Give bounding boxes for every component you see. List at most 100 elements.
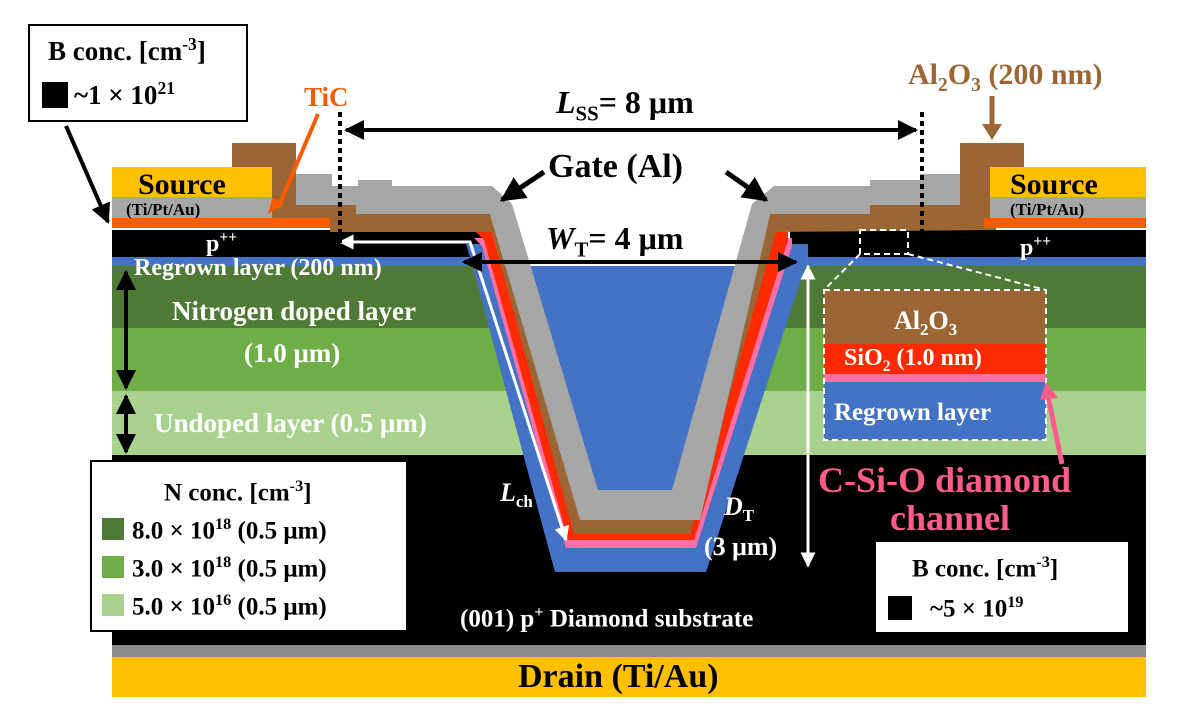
drain-metal [112,657,1146,697]
al2o3-top-b: O [947,58,972,91]
source-right-grey [990,197,1146,218]
substrate-sup: + [534,603,544,621]
p-left-text: p [206,231,220,257]
gate-label: Gate (Al) [548,148,684,185]
csio-pointer-head [1040,382,1058,400]
zoom-line-left [823,253,861,291]
lss-symbol: L [556,84,576,120]
source-left-gold [112,167,272,197]
dt-label: DT [724,494,754,525]
lss-label: LSS= 8 μm [556,86,694,125]
n-conc-legend: N conc. [cm-3] 8.0 × 1018 (0.5 μm) 3.0 ×… [90,460,408,632]
regrown-layer-label: Regrown layer (200 nm) [134,255,382,281]
inset-sio2-val: (1.0 nm) [890,345,982,371]
lch-sub: ch [515,492,533,512]
zoom-source-box [859,229,909,255]
b-legend-pointer [64,125,110,224]
n-entry-3-sup: 16 [215,591,232,609]
n-entry-2-pre: 3.0 × 10 [132,555,215,583]
n-entry-1-sup: 18 [215,515,232,533]
inset-pink [824,374,1046,382]
inset-al2o3-label: Al2O3 [894,308,957,339]
drain-label: Drain (Ti/Au) [518,658,719,695]
inset-regrown [824,382,1046,440]
wt-symbol: W [546,220,575,256]
p-left-sup: ++ [219,229,238,246]
b-legend-top-entry-text: ~1 × 10 [74,80,158,110]
n-doped-thickness: (1.0 μm) [244,338,341,368]
p-right-text: p [1020,235,1034,261]
tic-left [112,218,330,228]
inset-frame [823,289,1047,441]
al2o3-pointer-head [982,124,1002,140]
b-conc-legend-bottom: B conc. [cm-3] ~5 × 1019 [874,540,1130,634]
b-legend-bottom-title: B conc. [cm-3] [912,554,1058,581]
lch-symbol: L [500,478,516,507]
b-legend-bottom-title-sup: -3 [1036,553,1050,571]
b-legend-top-title-text: B conc. [cm [48,36,183,66]
b-legend-top-title: B conc. [cm-3] [48,34,206,66]
dt-sub: T [742,506,755,526]
b-legend-top-title-end: ] [196,36,206,66]
inset-sio2-a: SiO [844,345,883,371]
b-legend-top-entry-sup: 21 [157,78,175,98]
inset-al2o3-a: Al [894,306,920,335]
lss-sub: SS [575,102,599,126]
n-entry-3-pre: 5.0 × 10 [132,593,215,621]
b-legend-bottom-entry-sup: 19 [1007,593,1024,611]
gate-arrow-right [724,169,769,203]
substrate-label: (001) p+ Diamond substrate [460,604,753,631]
inset-al2o3-b: O [928,306,949,335]
b-conc-legend-top: B conc. [cm-3] ~1 × 1021 [28,24,248,122]
csio-label-line1: C-Si-O diamond [818,460,1072,500]
b-legend-top-swatch [42,82,68,108]
source-left-sub: (Ti/Pt/Au) [126,200,201,219]
n-legend-swatch-2 [102,556,124,578]
b-legend-bottom-swatch [888,596,912,620]
b-legend-bottom-entry-text: ~5 × 10 [930,595,1008,623]
n-legend-title-sup: -3 [289,477,304,495]
wt-label: WT= 4 μm [546,222,683,261]
n-legend-entry-2: 3.0 × 1018 (0.5 μm) [132,554,327,581]
n-legend-title: N conc. [cm-3] [164,478,312,505]
wt-sub: T [574,238,589,262]
n-entry-3-post: (0.5 μm) [231,593,327,621]
dt-symbol: D [724,492,743,521]
wt-value: = 4 μm [588,220,684,256]
lss-value: = 8 μm [598,84,694,120]
gate-arrow-left [499,169,546,203]
source-right-sub: (Ti/Pt/Au) [1010,200,1085,219]
inset-al2o3-s1: 2 [920,320,929,340]
p-right-sup: ++ [1033,233,1052,250]
al2o3-top-a: Al [908,58,938,91]
n-legend-entry-1: 8.0 × 1018 (0.5 μm) [132,516,327,543]
n-doped-label: Nitrogen doped layer [172,296,416,326]
p-plus-plus-right [790,230,1146,257]
inset-sio2-label: SiO2 (1.0 nm) [844,346,982,374]
source-right-gold [990,167,1146,197]
n-legend-swatch-3 [102,594,124,616]
substrate-post: Diamond substrate [543,605,754,633]
lch-arrow [338,234,569,542]
tic-label: TiC [304,82,349,112]
zoom-line-right [907,253,1047,291]
al2o3-top-sub2: 2 [938,75,948,96]
n-legend-entry-3: 5.0 × 1016 (0.5 μm) [132,592,327,619]
regrown-layer [112,257,1146,572]
al2o3-top-sub3: 3 [971,75,981,96]
substrate-pre: (001) p [460,605,535,633]
n-legend-title-text: N conc. [cm [164,479,290,507]
csio-pointer [1045,395,1065,465]
p-left-label: p++ [206,230,237,256]
gate-al [296,174,960,520]
inset-sio2-sub: 2 [882,357,891,375]
drain-grey-strip [112,645,1146,657]
b-legend-top-title-sup: -3 [182,34,197,54]
tic-pointer-head [268,198,284,214]
source-left-label: Source [138,168,226,201]
dt-value: (3 μm) [704,532,778,561]
csio-label-line2: channel [890,498,1011,538]
n-entry-1-pre: 8.0 × 10 [132,517,215,545]
